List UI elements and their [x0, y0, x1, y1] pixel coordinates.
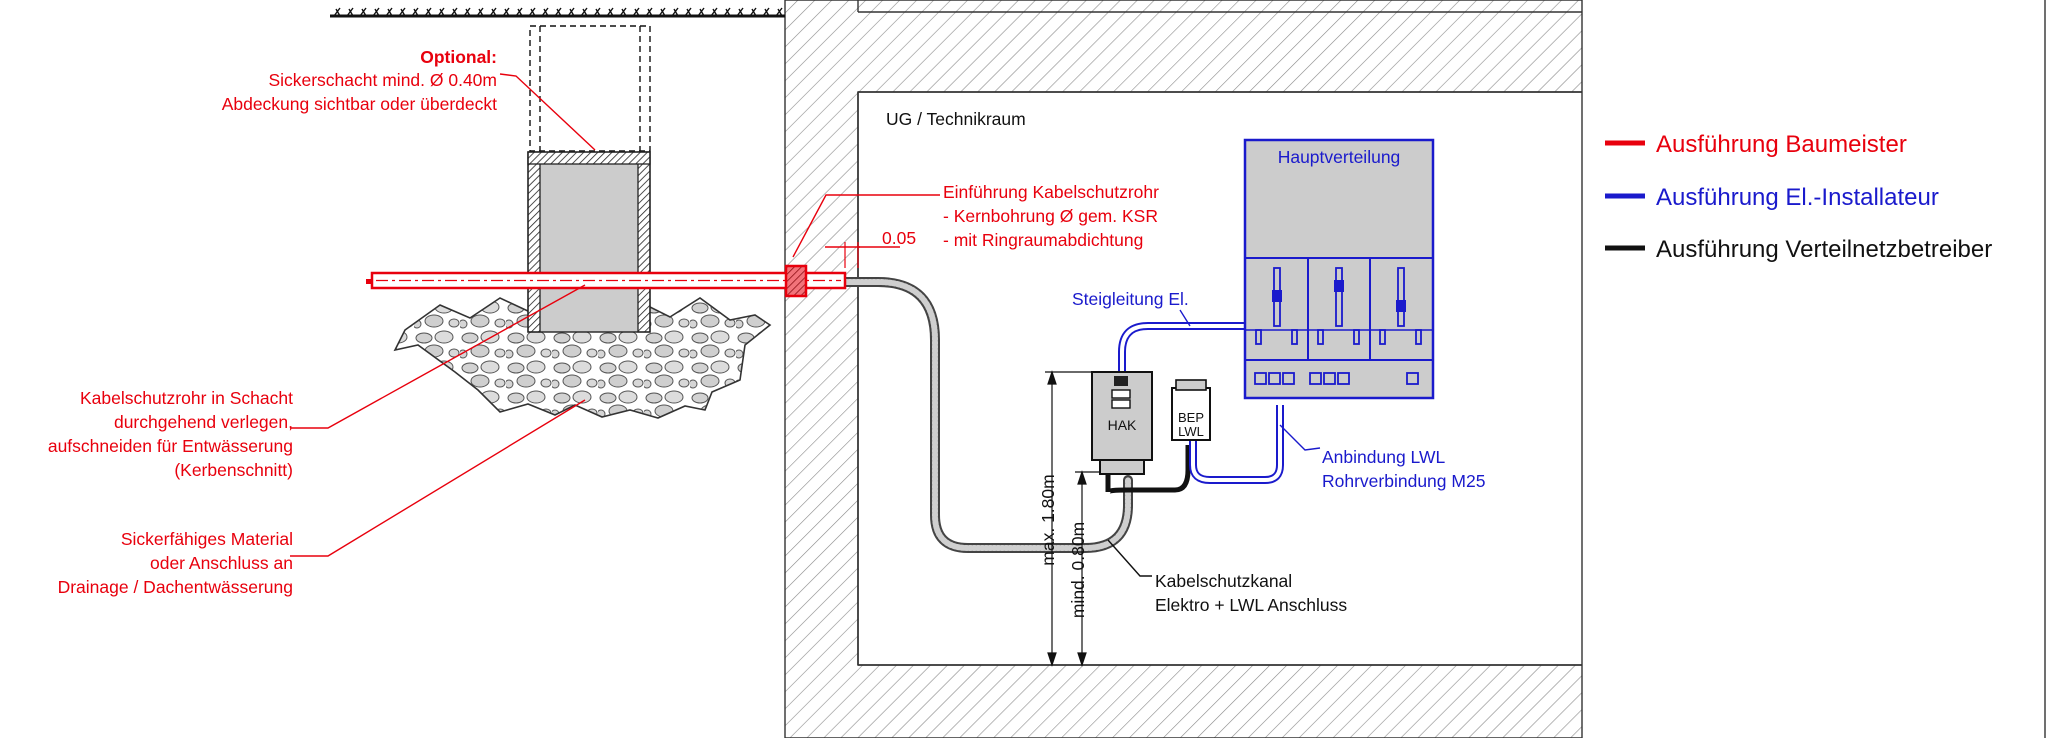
optional-shaft-note: Optional: Sickerschacht mind. Ø 0.40m Ab… [222, 47, 497, 114]
pipe-note-line-4: (Kerbenschnitt) [174, 460, 293, 480]
dimension-0-05-label: 0.05 [882, 228, 916, 248]
legend-label-builder: Ausführung Baumeister [1656, 131, 1907, 158]
legend-item-electrician: Ausführung El.-Installateur [1605, 184, 1939, 211]
fiber-link-note: Anbindung LWL Rohrverbindung M25 [1322, 447, 1485, 491]
legend-label-electrician: Ausführung El.-Installateur [1656, 184, 1939, 211]
legend-label-network-operator: Ausführung Verteilnetzbetreiber [1656, 236, 1992, 263]
building-walls [784, 0, 2046, 738]
optional-line-2: Abdeckung sichtbar oder überdeckt [222, 94, 497, 114]
soakaway-shaft [393, 25, 772, 419]
wall-entry-line-3: - mit Ringraumabdichtung [943, 230, 1143, 250]
gravel-note: Sickerfähiges Material oder Anschluss an… [58, 529, 293, 597]
optional-line-1: Sickerschacht mind. Ø 0.40m [268, 70, 497, 90]
duct-line-1: Kabelschutzkanal [1155, 571, 1292, 591]
wall-entry-note: Einführung Kabelschutzrohr - Kernbohrung… [943, 182, 1159, 250]
hak-box: HAK [1091, 371, 1153, 475]
cable-protection-duct [840, 277, 1133, 553]
bep-label-2: LWL [1178, 424, 1204, 439]
dimension-max-height: max. 1.80m [1038, 474, 1058, 565]
main-distribution-panel: Hauptverteilung [1243, 138, 1435, 400]
protection-pipe [366, 271, 847, 290]
optional-heading: Optional: [420, 47, 497, 67]
legend-item-builder: Ausführung Baumeister [1605, 131, 1907, 158]
bep-box: BEP LWL [1171, 379, 1211, 441]
pipe-note: Kabelschutzrohr in Schacht durchgehend v… [48, 388, 293, 480]
legend-item-network-operator: Ausführung Verteilnetzbetreiber [1605, 236, 1992, 263]
dimension-min-height: mind. 0.80m [1068, 522, 1088, 618]
wall-entry-line-1: Einführung Kabelschutzrohr [943, 182, 1159, 202]
legend: Ausführung Baumeister Ausführung El.-Ins… [1605, 131, 1992, 263]
gravel-note-line-3: Drainage / Dachentwässerung [58, 577, 293, 597]
bep-label-1: BEP [1178, 410, 1204, 425]
pipe-note-line-2: durchgehend verlegen, [114, 412, 293, 432]
gravel-note-line-1: Sickerfähiges Material [121, 529, 293, 549]
wall-entry-line-2: - Kernbohrung Ø gem. KSR [943, 206, 1158, 226]
room-label: UG / Technikraum [886, 109, 1026, 129]
pipe-note-line-1: Kabelschutzrohr in Schacht [80, 388, 293, 408]
gravel-note-line-2: oder Anschluss an [150, 553, 293, 573]
height-dimensions [1045, 370, 1100, 667]
riser-label: Steigleitung El. [1072, 289, 1189, 309]
leader-lines [290, 73, 1321, 577]
wall-entry-seal [784, 264, 808, 298]
main-panel-label: Hauptverteilung [1278, 147, 1401, 167]
fiber-link-line-2: Rohrverbindung M25 [1322, 471, 1485, 491]
ground-surface [330, 7, 785, 18]
dimension-0-05: 0.05 [825, 228, 916, 268]
fiber-link-line-1: Anbindung LWL [1322, 447, 1446, 467]
duct-line-2: Elektro + LWL Anschluss [1155, 595, 1347, 615]
hak-label: HAK [1108, 417, 1137, 433]
riser-line [1118, 322, 1245, 372]
pipe-note-line-3: aufschneiden für Entwässerung [48, 436, 293, 456]
duct-note: Kabelschutzkanal Elektro + LWL Anschluss [1155, 571, 1347, 615]
